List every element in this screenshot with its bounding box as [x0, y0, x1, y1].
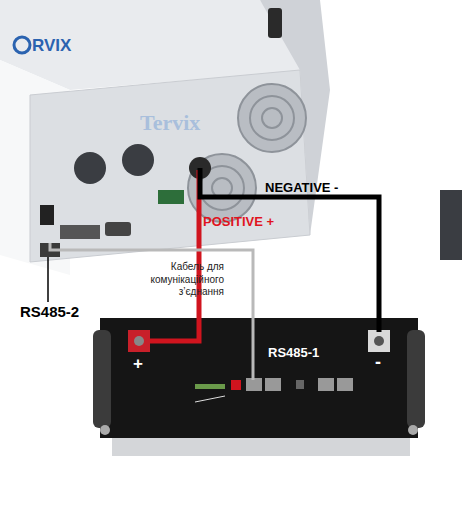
terminal-block [158, 190, 184, 204]
inverter-side-panel [440, 190, 462, 260]
battery-box: + RS485-1 - [100, 318, 418, 438]
positive-wire [150, 318, 199, 341]
rs485-port [40, 243, 60, 257]
knockout [74, 152, 106, 184]
knockout [122, 144, 154, 176]
comm-cable [50, 245, 253, 318]
battery-handle [407, 330, 425, 428]
negative-terminal [368, 330, 390, 352]
comm-wire [252, 318, 255, 380]
rs232-port [296, 380, 304, 389]
terminal-bolt [134, 336, 144, 346]
battery-body [100, 318, 418, 438]
db9-port [105, 222, 131, 236]
edge-label: POSITIVE + [203, 214, 323, 230]
port-label: RS485-1 [268, 345, 319, 360]
switch [40, 205, 54, 225]
fan [238, 84, 306, 152]
positive-terminal [128, 330, 150, 352]
inverter-rear [30, 70, 310, 262]
leader-line [47, 257, 49, 302]
marker [195, 396, 225, 402]
watermark: Tervix [140, 110, 200, 136]
edge-label: NEGATIVE - [265, 180, 385, 196]
fan-grill [250, 96, 294, 140]
terminal-bolt [374, 336, 384, 346]
ports [60, 225, 100, 239]
port-label: RS485-2 [20, 303, 79, 320]
edge-label: Кабель для комунікаційного з’єднання [128, 261, 224, 299]
port [318, 378, 334, 391]
negative-wire [377, 318, 382, 332]
dip-switch [231, 380, 241, 390]
port [337, 378, 353, 391]
logo-text: RVIX [32, 36, 71, 56]
logo-mark [14, 37, 30, 53]
comm-wire [49, 243, 52, 245]
led-row [195, 384, 225, 389]
terminal-sign: - [375, 352, 381, 373]
battery-stand [112, 438, 410, 456]
port [265, 378, 281, 391]
fan-grill [262, 108, 282, 128]
terminal-sign: + [133, 354, 143, 374]
screw [408, 425, 418, 435]
screw [100, 425, 110, 435]
battery-handle [93, 330, 111, 428]
handle [268, 8, 282, 38]
negative-cable [300, 197, 379, 318]
